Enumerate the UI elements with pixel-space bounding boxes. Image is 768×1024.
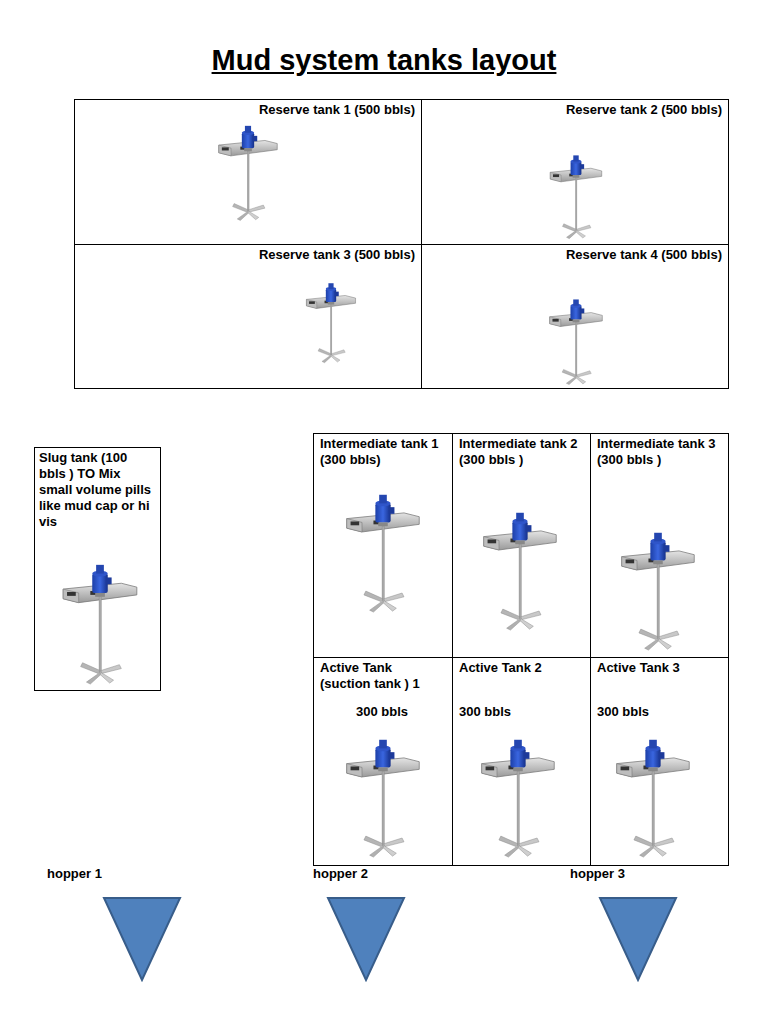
tank-label: Intermediate tank 1 (300 bbls) <box>320 436 446 468</box>
tank-box: Active Tank 2 300 bbls <box>452 657 591 866</box>
tank-box: Intermediate tank 2 (300 bbls ) <box>452 433 591 658</box>
hopper-shape <box>600 898 676 980</box>
tank-label: Reserve tank 3 (500 bbls) <box>81 247 415 263</box>
hopper-label: hopper 1 <box>44 866 184 882</box>
hopper-triangle <box>598 896 678 982</box>
diagram-title: Mud system tanks layout <box>0 44 768 77</box>
tank-box: Intermediate tank 3 (300 bbls ) <box>590 433 729 658</box>
tank-box: Reserve tank 3 (500 bbls) <box>74 244 422 389</box>
tank-label: Slug tank (100 bbls ) TO Mix small volum… <box>39 450 157 530</box>
tank-label: Reserve tank 4 (500 bbls) <box>428 247 722 263</box>
tank-label: Active Tank 2 <box>459 660 584 676</box>
hopper: hopper 2 <box>310 866 410 984</box>
tank-label: Active Tank 3 <box>597 660 722 676</box>
hopper-label: hopper 3 <box>567 866 677 882</box>
hopper-shape <box>328 898 404 980</box>
tank-box: Intermediate tank 1 (300 bbls) <box>313 433 453 658</box>
hopper-shape <box>104 898 180 980</box>
hopper-triangle <box>102 896 182 982</box>
hopper-triangle <box>326 896 406 982</box>
tank-box: Active Tank 3 300 bbls <box>590 657 729 866</box>
tank-box: Reserve tank 4 (500 bbls) <box>421 244 729 389</box>
tank-label: Intermediate tank 2 (300 bbls ) <box>459 436 584 468</box>
tank-box: Reserve tank 2 (500 bbls) <box>421 99 729 245</box>
hopper-label: hopper 2 <box>310 866 410 882</box>
tank-volume: 300 bbls <box>597 704 722 720</box>
hopper: hopper 3 <box>567 866 677 984</box>
tank-volume: 300 bbls <box>459 704 584 720</box>
tank-label: Active Tank (suction tank ) 1 <box>320 660 446 692</box>
tank-box: Reserve tank 1 (500 bbls) <box>74 99 422 245</box>
hopper: hopper 1 <box>44 866 184 984</box>
tank-box: Slug tank (100 bbls ) TO Mix small volum… <box>34 447 161 691</box>
tank-box: Active Tank (suction tank ) 1 300 bbls <box>313 657 453 866</box>
tank-label: Intermediate tank 3 (300 bbls ) <box>597 436 722 468</box>
tank-label: Reserve tank 2 (500 bbls) <box>428 102 722 118</box>
tank-volume: 300 bbls <box>320 704 446 720</box>
tank-label: Reserve tank 1 (500 bbls) <box>81 102 415 118</box>
